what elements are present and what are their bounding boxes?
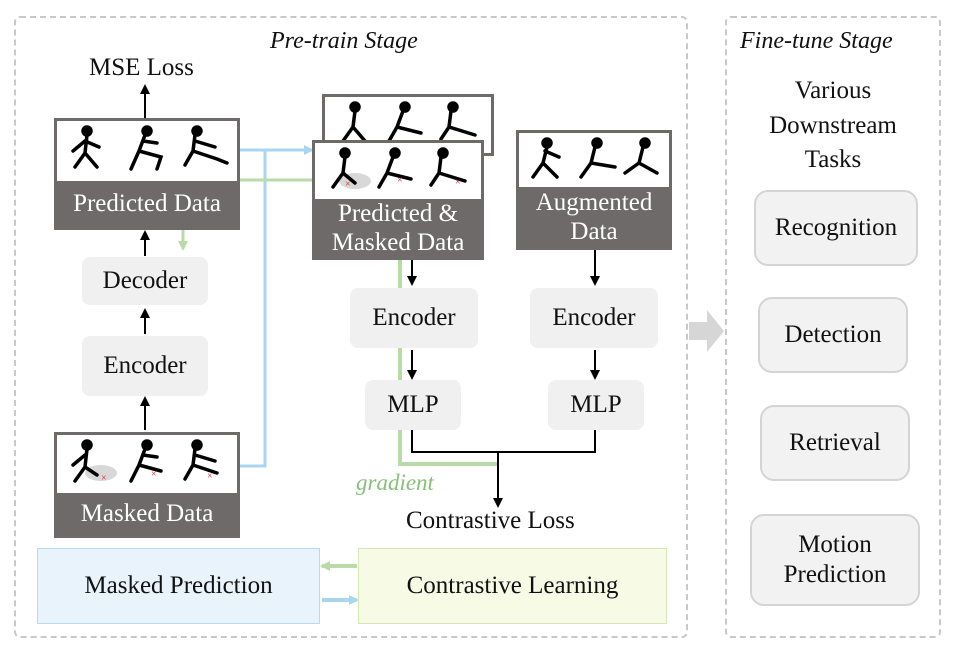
svg-text:×: × [207, 471, 213, 482]
task-recognition: Recognition [754, 190, 918, 266]
contrastive-learning-box: Contrastive Learning [358, 548, 667, 624]
pretrain-title: Pre-train Stage [270, 28, 418, 54]
predicted-masked-data-label: Predicted & Masked Data [315, 199, 481, 257]
stage-arrow-icon [689, 310, 724, 352]
encoder-left-box: Encoder [82, 336, 208, 396]
masked-data-box: × × × Masked Data [54, 432, 240, 538]
svg-text:×: × [345, 179, 351, 190]
augmented-data-box: Augmented Data [516, 130, 672, 250]
masked-data-label: Masked Data [57, 493, 237, 535]
predicted-masked-data-box: × × × Predicted & Masked Data [312, 140, 484, 260]
encoder-right-box: Encoder [530, 288, 658, 348]
finetune-title: Fine-tune Stage [740, 28, 893, 54]
pretrain-panel [14, 16, 688, 638]
skeleton-poses-icon [71, 125, 229, 171]
augmented-data-label: Augmented Data [519, 187, 669, 247]
skeleton-poses-icon [341, 101, 477, 143]
svg-text:×: × [455, 177, 461, 188]
svg-text:×: × [101, 473, 107, 484]
task-motion-prediction: Motion Prediction [750, 514, 920, 606]
skeleton-poses-icon [531, 137, 659, 179]
predicted-data-box: Predicted Data [54, 118, 240, 230]
encoder-mid-box: Encoder [350, 288, 478, 348]
svg-text:×: × [151, 469, 157, 480]
masked-skeleton-poses-icon: × × × [331, 147, 467, 190]
mse-loss-label: MSE Loss [89, 54, 194, 81]
task-detection: Detection [758, 297, 908, 373]
decoder-box: Decoder [82, 257, 208, 305]
predicted-data-label: Predicted Data [57, 181, 237, 227]
gradient-label: gradient [356, 470, 434, 495]
svg-text:×: × [397, 175, 403, 186]
masked-prediction-box: Masked Prediction [37, 548, 320, 624]
contrastive-loss-label: Contrastive Loss [406, 507, 575, 534]
downstream-heading: Various Downstream Tasks [769, 77, 897, 173]
mlp-mid-box: MLP [365, 380, 461, 430]
masked-skeleton-poses-icon: × × × [71, 439, 219, 484]
mlp-right-box: MLP [548, 380, 644, 430]
finetune-panel [725, 16, 941, 638]
task-retrieval: Retrieval [760, 405, 910, 481]
